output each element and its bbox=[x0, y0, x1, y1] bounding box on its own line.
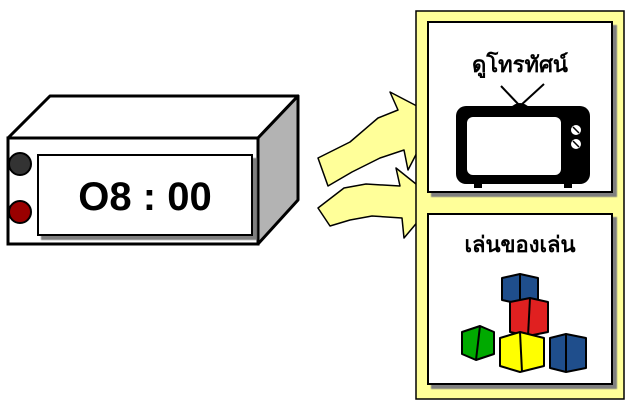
toy-blocks-icon bbox=[461, 273, 587, 373]
choice-card-tv[interactable]: ดูโทรทัศน์ bbox=[427, 21, 613, 193]
choice-toys-label: เล่นของเล่น bbox=[464, 232, 575, 258]
clock-top-face bbox=[6, 94, 300, 140]
choice-tv-label: ดูโทรทัศน์ bbox=[472, 51, 568, 79]
clock-display bbox=[37, 154, 253, 236]
clock-button-red[interactable] bbox=[8, 200, 32, 224]
clock-time: O8 : 00 bbox=[78, 175, 211, 219]
alarm-clock: O8 : 00 bbox=[6, 94, 300, 246]
clock-button-dark[interactable] bbox=[8, 152, 32, 176]
television-icon bbox=[456, 83, 590, 188]
choice-card-toys[interactable]: เล่นของเล่น bbox=[427, 213, 613, 385]
